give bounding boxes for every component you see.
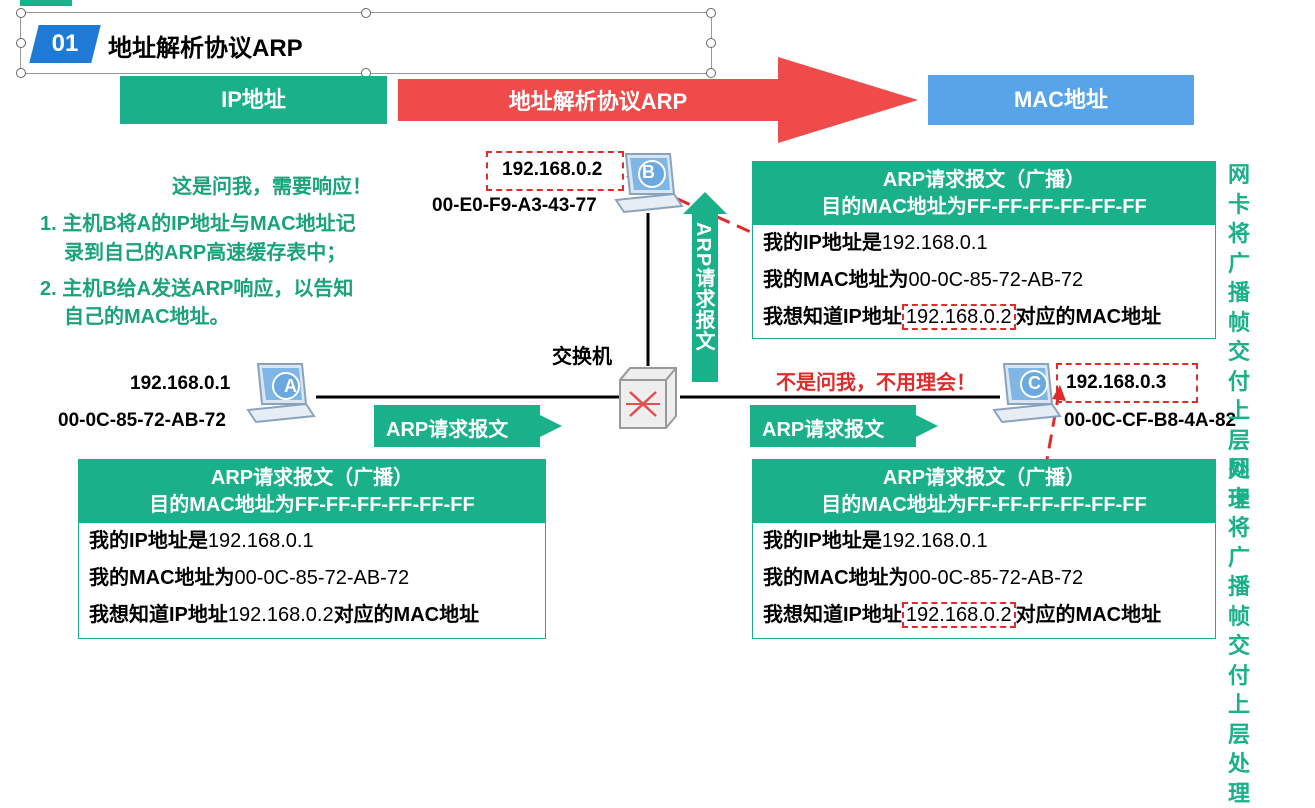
page-title: 地址解析协议ARP xyxy=(108,35,303,62)
host-b-ip: 192.168.0.2 xyxy=(502,159,603,180)
host-c-mac: 00-0C-CF-B8-4A-82 xyxy=(1064,410,1237,431)
note-line-2b: 自己的MAC地址。 xyxy=(64,306,230,328)
note-line-2a: 2. 主机B给A发送ARP响应，以告知 xyxy=(40,278,354,300)
arp-request-arrow-right-label: ARP请求报文 xyxy=(762,419,885,441)
laptop-a-icon[interactable] xyxy=(244,360,316,428)
arp-request-arrow-right xyxy=(750,405,938,447)
title-number: 01 xyxy=(51,30,79,57)
packet-ask-line: 我想知道IP地址192.168.0.2对应的MAC地址 xyxy=(89,604,480,626)
host-c-ip: 192.168.0.3 xyxy=(1066,372,1167,393)
packet-dest-mac: 目的MAC地址为FF-FF-FF-FF-FF-FF xyxy=(821,494,1147,516)
packet-dest-mac: 目的MAC地址为FF-FF-FF-FF-FF-FF xyxy=(149,494,475,516)
laptop-b-icon[interactable] xyxy=(612,150,684,218)
arp-packet-host-c: ARP请求报文（广播） 目的MAC地址为FF-FF-FF-FF-FF-FF 我的… xyxy=(752,459,1216,639)
host-a-label: A xyxy=(284,376,297,396)
packet-title: ARP请求报文（广播） xyxy=(882,467,1086,489)
arp-packet-host-a: ARP请求报文（广播） 目的MAC地址为FF-FF-FF-FF-FF-FF 我的… xyxy=(78,459,546,639)
host-b-label: B xyxy=(642,162,655,182)
resize-handle[interactable] xyxy=(706,68,716,78)
packet-title: ARP请求报文（广播） xyxy=(210,467,414,489)
packet-ip-line: 我的IP地址是192.168.0.1 xyxy=(89,530,314,552)
resize-handle[interactable] xyxy=(16,38,26,48)
mac-address-box: MAC地址 xyxy=(928,75,1194,125)
packet-title: ARP请求报文（广播） xyxy=(882,169,1086,191)
resize-handle[interactable] xyxy=(361,8,371,18)
host-c-label: C xyxy=(1028,373,1041,393)
switch-icon[interactable] xyxy=(616,364,682,434)
note-line-1b: 录到自己的ARP高速缓存表中； xyxy=(64,242,347,264)
packet-dest-mac: 目的MAC地址为FF-FF-FF-FF-FF-FF xyxy=(821,196,1147,218)
arp-flow-label: 地址解析协议ARP xyxy=(508,89,688,114)
packet-ip-line: 我的IP地址是192.168.0.1 xyxy=(763,232,988,254)
nic-note-top: 网卡将广播帧 交付上层处理 xyxy=(1227,162,1250,512)
packet-header: ARP请求报文（广播） 目的MAC地址为FF-FF-FF-FF-FF-FF xyxy=(753,162,1215,225)
ignore-note: 不是问我，不用理会！ xyxy=(776,372,976,394)
host-a-mac: 00-0C-85-72-AB-72 xyxy=(58,410,226,431)
note-heading: 这是问我，需要响应！ xyxy=(172,176,372,198)
nic-note-bottom: 网卡将广播帧 交付上层处理 xyxy=(1227,456,1250,806)
arp-packet-host-b: ARP请求报文（广播） 目的MAC地址为FF-FF-FF-FF-FF-FF 我的… xyxy=(752,161,1216,339)
vertical-arp-arrow xyxy=(683,192,727,382)
packet-mac-line: 我的MAC地址为00-0C-85-72-AB-72 xyxy=(89,567,410,589)
top-decor-strip xyxy=(20,0,72,6)
resize-handle[interactable] xyxy=(706,38,716,48)
host-b-ip-highlight xyxy=(486,151,624,191)
resize-handle[interactable] xyxy=(706,8,716,18)
arp-request-arrow-left-label: ARP请求报文 xyxy=(386,419,509,441)
switch-label: 交换机 xyxy=(552,346,612,368)
host-c-ip-highlight xyxy=(1056,363,1198,403)
host-a-ip: 192.168.0.1 xyxy=(130,373,231,394)
packet-ip-line: 我的IP地址是192.168.0.1 xyxy=(763,530,988,552)
host-b-mac: 00-E0-F9-A3-43-77 xyxy=(432,195,597,216)
arp-request-arrow-left xyxy=(374,405,562,447)
arp-flow-arrow xyxy=(398,57,918,143)
vertical-arrow-label: ARP请求报文 xyxy=(692,222,714,352)
note-line-1a: 1. 主机B将A的IP地址与MAC地址记 xyxy=(40,213,356,235)
resize-handle[interactable] xyxy=(16,8,26,18)
ip-address-box: IP地址 xyxy=(120,76,387,124)
laptop-c-icon[interactable] xyxy=(990,360,1062,428)
resize-handle[interactable] xyxy=(16,68,26,78)
packet-mac-line: 我的MAC地址为00-0C-85-72-AB-72 xyxy=(763,567,1084,589)
packet-header: ARP请求报文（广播） 目的MAC地址为FF-FF-FF-FF-FF-FF xyxy=(753,460,1215,523)
packet-header: ARP请求报文（广播） 目的MAC地址为FF-FF-FF-FF-FF-FF xyxy=(79,460,545,523)
packet-mac-line: 我的MAC地址为00-0C-85-72-AB-72 xyxy=(763,269,1084,291)
